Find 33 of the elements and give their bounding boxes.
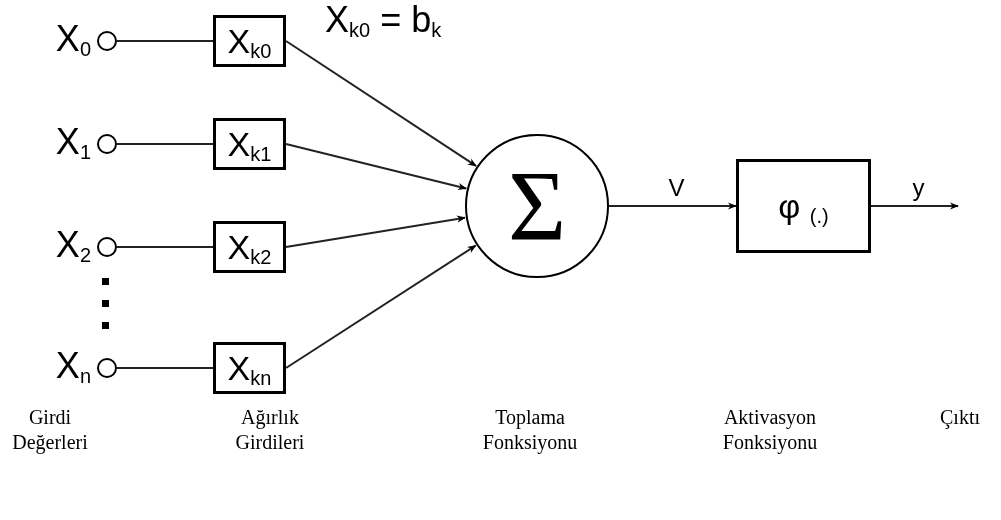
node-label: X$_{k1}$ [227, 127, 272, 161]
caption-text: Ağırlık Girdileri [234, 405, 306, 455]
process-box [213, 221, 286, 273]
process-box [213, 15, 286, 67]
caption-text: Toplama Fonksiyonu [481, 405, 579, 455]
arrow [608, 202, 737, 210]
input-terminal [97, 237, 117, 257]
arrow [870, 202, 959, 210]
arrow [285, 40, 477, 167]
caption-text: Girdi Değerleri [11, 405, 89, 455]
input-terminal [97, 134, 117, 154]
process-box [213, 342, 286, 394]
input-label: X$_{1}$ [55, 124, 91, 160]
arrow [285, 244, 477, 369]
input-label: X$_{2}$ [55, 227, 91, 263]
connector-line [116, 143, 214, 145]
connector-line [116, 367, 214, 369]
node-label: X$_{kn}$ [227, 351, 272, 385]
connector-line [116, 246, 214, 248]
node-label: X$_{k2}$ [227, 230, 272, 264]
connector-line [116, 40, 214, 42]
bias-equation: X$_{k0}$ = b$_{k}$ [325, 2, 442, 38]
process-box [213, 118, 286, 170]
input-terminal [97, 31, 117, 51]
input-terminal [97, 358, 117, 378]
sigma-symbol: Σ [507, 156, 567, 256]
process-box [736, 159, 871, 253]
input-label: X$_{n}$ [55, 348, 91, 384]
input-label: X$_{0}$ [55, 21, 91, 57]
caption-text: Çıktı [939, 405, 981, 430]
arrow [285, 215, 466, 248]
node-label: X$_{k0}$ [227, 24, 272, 58]
caption-text: Aktivasyon Fonksiyonu [721, 405, 819, 455]
